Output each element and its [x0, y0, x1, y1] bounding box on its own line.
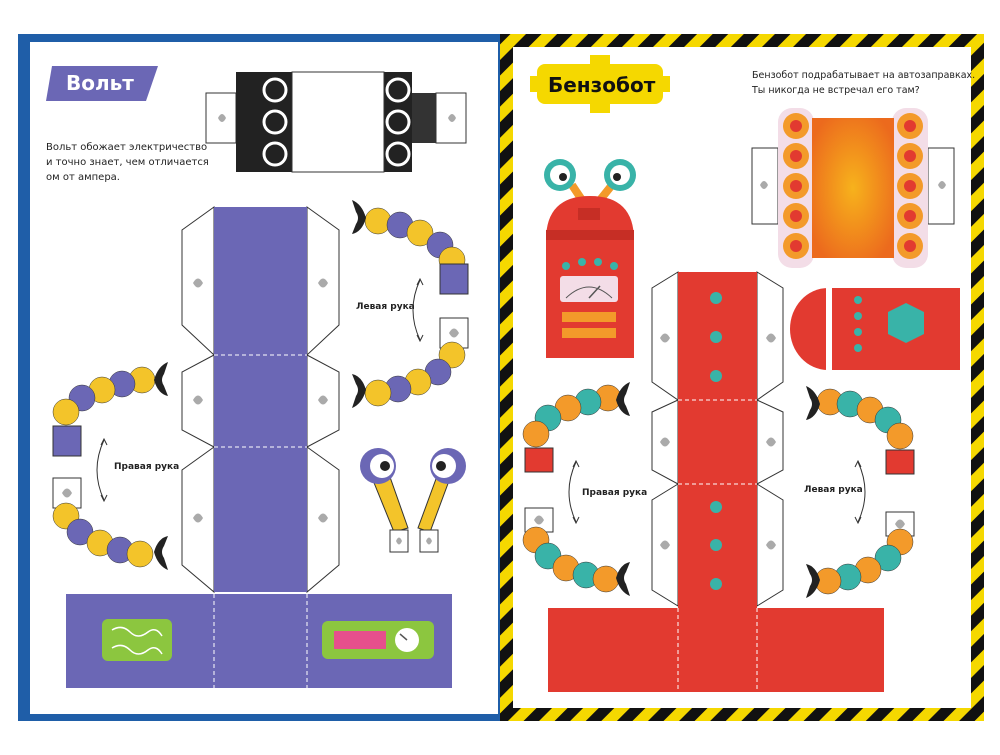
volt-title-badge — [46, 66, 158, 101]
volt-right-arm-label: Правая рука — [114, 462, 180, 472]
volt-right-arm — [52, 362, 168, 570]
benzobot-left-arm — [806, 386, 915, 598]
volt-left-arm-label: Левая рука — [356, 302, 415, 312]
benzobot-head-piece — [751, 108, 955, 268]
benzobot-description-line: Бензобот подрабатывает на автозаправках. — [752, 70, 976, 81]
volt-body-net — [66, 206, 452, 688]
benzobot-description-line: Ты никогда не встречал его там? — [752, 85, 920, 96]
benzobot-body-net — [548, 271, 884, 692]
benzobot-right-arm-label: Правая рука — [582, 488, 648, 498]
volt-title: Вольт — [66, 71, 134, 95]
benzobot-description: Бензобот подрабатывает на автозаправках.… — [752, 68, 975, 98]
benzobot-pump-figure — [544, 159, 636, 358]
volt-description-line: и точно знает, чем отличается — [46, 157, 209, 168]
benzobot-right-arm — [522, 382, 630, 596]
volt-head-piece — [205, 71, 467, 173]
volt-description-line: Вольт обожает электричество — [46, 142, 208, 153]
volt-description-line: ом от ампера. — [46, 172, 120, 183]
benzobot-chest-plate — [790, 288, 960, 370]
volt-left-arm — [352, 200, 469, 408]
benzobot-title: Бензобот — [548, 73, 656, 97]
volt-eyes — [360, 448, 466, 553]
benzobot-left-arm-label: Левая рука — [804, 485, 863, 495]
benzobot-title-badge — [530, 55, 670, 113]
volt-description: Вольт обожает электричество и точно знае… — [46, 140, 209, 185]
